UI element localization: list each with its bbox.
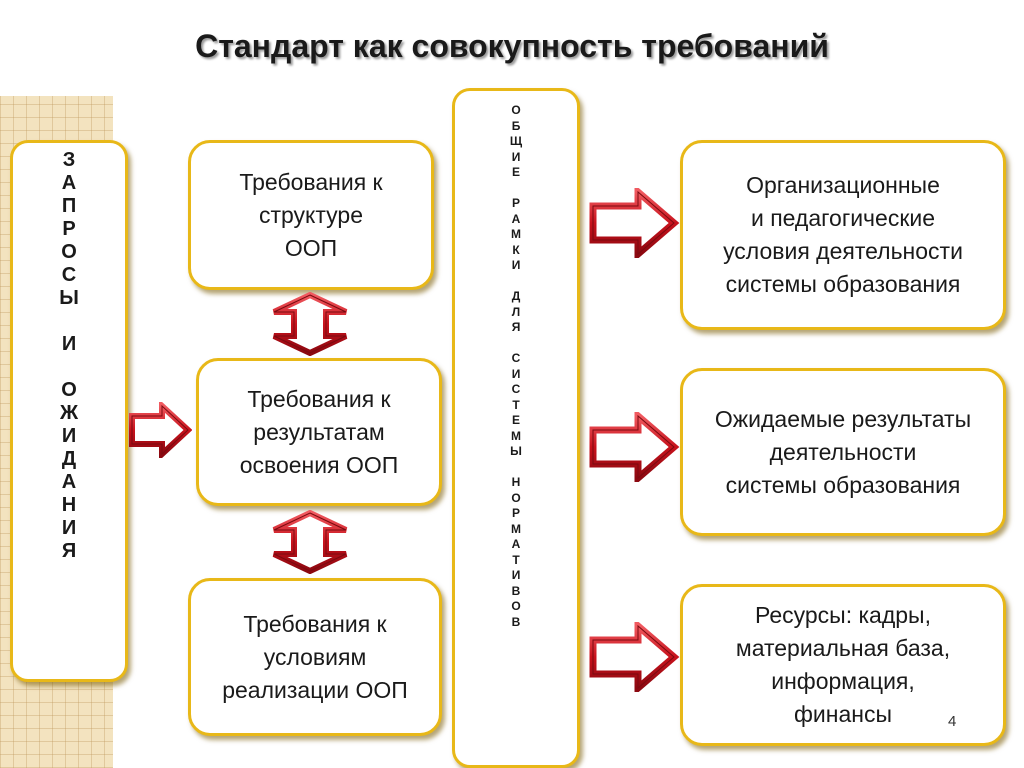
- block-arrow-right-icon: [589, 622, 680, 692]
- outcome-results-box: Ожидаемые результаты деятельности систем…: [680, 368, 1006, 536]
- general-framework-label: О Б Щ И Е Р А М К И Д Л Я С И С Т Е М Ы …: [509, 103, 523, 629]
- requirement-structure-text: Требования к структуре ООП: [239, 168, 383, 261]
- outcome-conditions-text: Организационные и педагогические условия…: [723, 172, 963, 297]
- requirement-conditions-text: Требования к условиям реализации ООП: [222, 610, 408, 703]
- outcome-conditions-box: Организационные и педагогические условия…: [680, 140, 1006, 330]
- block-arrow-right-icon: [129, 402, 192, 458]
- block-arrow-right-icon: [589, 412, 680, 482]
- block-arrow-right-icon: [589, 188, 680, 258]
- outcome-results-text: Ожидаемые результаты деятельности систем…: [714, 405, 972, 498]
- requirement-conditions-box: Требования к условиям реализации ООП: [188, 578, 442, 736]
- block-arrow-updown-icon: [272, 510, 348, 574]
- requirement-structure-box: Требования к структуре ООП: [188, 140, 434, 290]
- requirement-results-box: Требования к результатам освоения ООП: [196, 358, 442, 506]
- requests-expectations-label: З А П Р О С Ы И О Ж И Д А Н И Я: [59, 149, 79, 562]
- requests-expectations-box: З А П Р О С Ы И О Ж И Д А Н И Я: [10, 140, 128, 682]
- slide-title: Стандарт как совокупность требований: [195, 28, 829, 64]
- outcome-resources-text: Ресурсы: кадры, материальная база, инфор…: [735, 602, 951, 727]
- general-framework-box: О Б Щ И Е Р А М К И Д Л Я С И С Т Е М Ы …: [452, 88, 580, 768]
- page-number: 4: [948, 713, 957, 730]
- block-arrow-updown-icon: [272, 292, 348, 356]
- outcome-resources-box: Ресурсы: кадры, материальная база, инфор…: [680, 584, 1006, 746]
- requirement-results-text: Требования к результатам освоения ООП: [239, 385, 399, 478]
